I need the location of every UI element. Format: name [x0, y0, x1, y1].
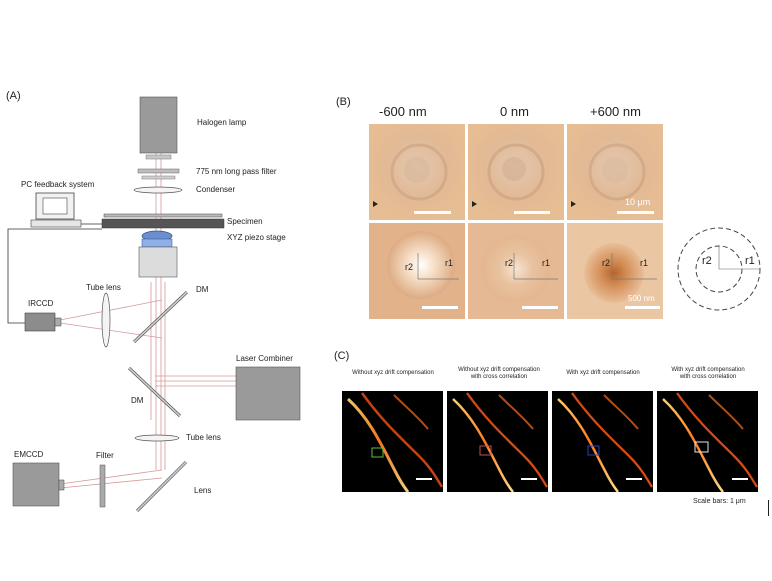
caption-c1: Without xyz drift compensation: [352, 370, 434, 376]
caption-c2: Without xyz drift compensation with cros…: [458, 367, 540, 380]
specimen-label: Specimen: [227, 217, 263, 226]
brightfield-tile-plus: [567, 124, 663, 220]
emccd-label: EMCCD: [14, 450, 44, 459]
scale-label-10um: 10 μm: [625, 197, 651, 207]
irccd-label: IRCCD: [28, 299, 54, 308]
r1-label-zero: r1: [542, 258, 551, 268]
caption-c4: With xyz drift compensation with cross c…: [671, 367, 745, 380]
panel-a-tag: (A): [6, 90, 21, 102]
panel-c-tag: (C): [334, 350, 350, 362]
fluor-tile-2: [447, 391, 548, 492]
r1-label-minus: r1: [445, 258, 454, 268]
halogen-lamp-label: Halogen lamp: [197, 118, 247, 127]
schematic-r1-label: r1: [745, 255, 755, 267]
fluor-tile-3: [552, 391, 653, 492]
brightfield-tile-minus: [369, 124, 465, 220]
depth-label-minus: -600 nm: [379, 104, 427, 119]
fluor-tile-1: [342, 391, 443, 492]
depth-label-plus: +600 nm: [590, 104, 641, 119]
filter-label: Filter: [96, 451, 114, 460]
condenser-label: Condenser: [196, 185, 236, 194]
lens-label: Lens: [194, 486, 212, 495]
filter-775-label: 775 nm long pass filter: [196, 167, 277, 176]
zoom-tile-plus: [567, 223, 663, 319]
radius-schematic: [677, 227, 761, 311]
panel-b-tag: (B): [336, 96, 351, 108]
zoom-tile-minus: [369, 223, 465, 319]
xyz-piezo-stage-label: XYZ piezo stage: [227, 233, 286, 242]
fluor-tile-4: [657, 391, 758, 492]
depth-label-zero: 0 nm: [500, 104, 529, 119]
pc-feedback-label: PC feedback system: [21, 180, 95, 189]
zoom-tile-zero: [468, 223, 564, 319]
dm-top-label: DM: [196, 285, 209, 294]
r2-label-zero: r2: [505, 258, 514, 268]
r2-label-plus: r2: [602, 258, 611, 268]
scale-label-500nm: 500 nm: [628, 294, 655, 303]
brightfield-tile-zero: [468, 124, 564, 220]
scale-bars-note: Scale bars: 1 μm: [693, 498, 746, 505]
tube-lens-top-label: Tube lens: [86, 283, 121, 292]
dm-mid-label: DM: [131, 396, 144, 405]
schematic-r2-label: r2: [702, 255, 712, 267]
tube-lens-bottom-label: Tube lens: [186, 433, 221, 442]
r2-label-minus: r2: [405, 262, 414, 272]
laser-combiner-label: Laser Combiner: [236, 354, 293, 363]
edge-mark: [768, 500, 769, 516]
caption-c3: With xyz drift compensation: [566, 370, 640, 376]
r1-label-plus: r1: [640, 258, 649, 268]
